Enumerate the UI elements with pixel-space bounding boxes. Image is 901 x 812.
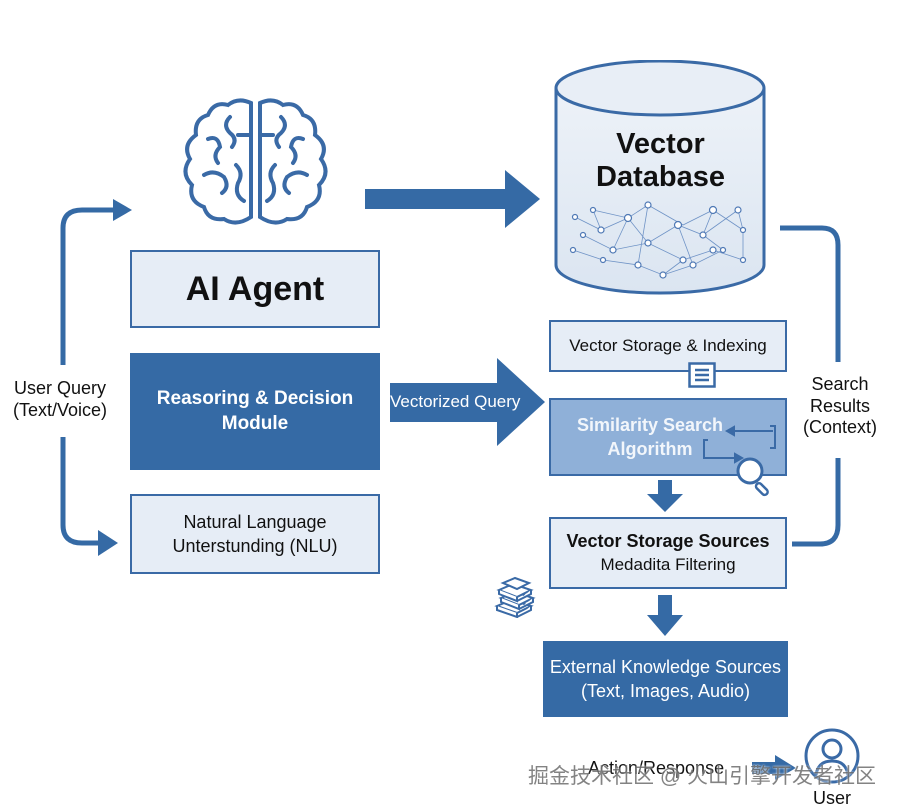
magnifier-icon [736, 457, 769, 497]
brain-icon [183, 98, 328, 225]
nlu-line2: Unterstunding (NLU) [172, 536, 338, 556]
vector-database-cylinder [554, 60, 766, 295]
reasoning-module-box: Reasoring & Decision Module [130, 353, 380, 470]
search-results-label: Search Results (Context) [790, 374, 890, 439]
cycle-arrows-icon [703, 425, 776, 464]
vector-storage-indexing-box: Vector Storage & Indexing [549, 320, 787, 372]
search-results-line1: Search [811, 374, 869, 394]
arrow-sources-to-external [647, 595, 683, 636]
connector-search-results-top [780, 225, 841, 362]
similarity-line1: Similarity Search [576, 414, 724, 435]
user-query-line2: (Text/Voice) [12, 399, 108, 420]
arrow-agent-to-database [365, 170, 540, 228]
external-line1: External Knowledge Sources [549, 656, 782, 677]
external-line2: (Text, Images, Audio) [580, 681, 751, 701]
connector-search-results-bottom [792, 458, 841, 547]
user-query-label: User Query (Text/Voice) [0, 378, 120, 421]
storage-sources-line1: Vector Storage Sources [566, 531, 770, 552]
vectorized-query-label: Vectorized Query [390, 392, 521, 411]
connector-user-query-up [60, 207, 115, 365]
arrow-head-to-nlu [98, 530, 118, 556]
vector-database-title: Vector Database [553, 128, 768, 195]
user-label: User [812, 788, 851, 808]
document-icon [688, 362, 716, 388]
external-knowledge-box: External Knowledge Sources (Text, Images… [543, 641, 788, 717]
watermark: 掘金技术社区 @ 火山引擎开发者社区 [528, 765, 876, 788]
search-results-line2: Results [809, 395, 871, 416]
arrow-vectorized-query [390, 358, 545, 446]
nlu-box: Natural Language Unterstunding (NLU) [130, 494, 380, 574]
search-results-line3: (Context) [802, 417, 878, 438]
reasoning-line1: Reasoring & Decision [156, 387, 354, 409]
arrow-similarity-to-sources [647, 480, 683, 512]
nlu-line1: Natural Language [183, 511, 327, 532]
database-line1: Vector [616, 128, 705, 160]
storage-indexing-label: Vector Storage & Indexing [569, 336, 767, 355]
database-line2: Database [596, 161, 725, 194]
reasoning-line2: Module [221, 412, 289, 434]
connector-user-query-down [60, 437, 100, 546]
arrow-head-to-brain [113, 199, 132, 221]
storage-sources-line2: Medadita Filtering [600, 554, 736, 574]
books-stack-icon [494, 576, 536, 618]
action-response-label: Action/Response [588, 758, 725, 778]
user-icon [804, 728, 860, 784]
ai-agent-box: AI Agent [130, 250, 380, 328]
similarity-line2: Algorithm [607, 439, 693, 459]
ai-agent-title: AI Agent [185, 269, 325, 308]
user-query-line1: User Query [13, 378, 107, 398]
vector-storage-sources-box: Vector Storage Sources Medadita Filterin… [549, 517, 787, 589]
arrow-action-to-user [752, 755, 796, 780]
network-graph-icon [569, 201, 747, 279]
